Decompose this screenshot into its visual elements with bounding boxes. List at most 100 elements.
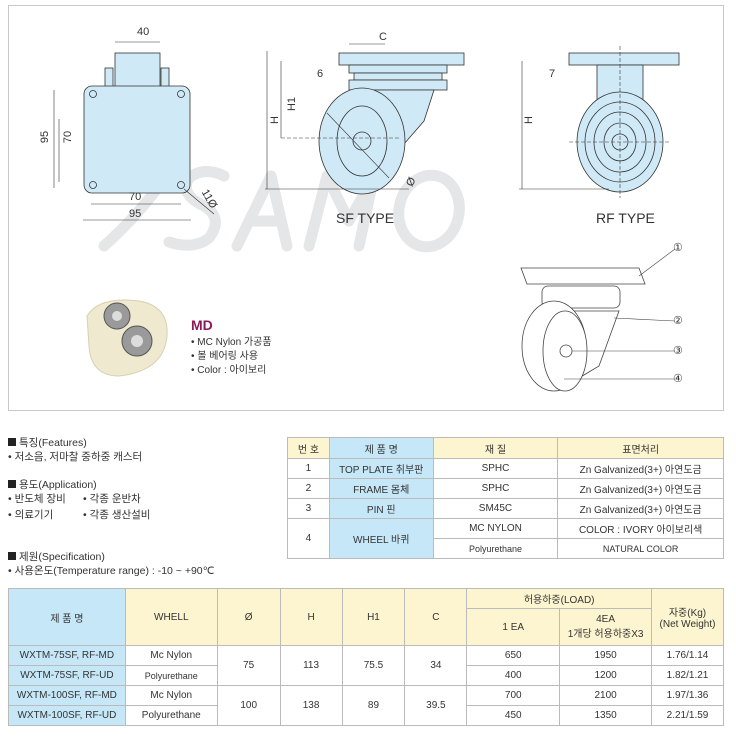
table-row: WXTM-100SF, RF-UD Polyurethane 450 1350 … bbox=[8, 705, 724, 726]
features-item: • 저소음, 저마찰 중하중 캐스터 bbox=[8, 451, 143, 463]
drawing-panel: 40 95 70 70 95 11Ø C 6 H H1 Ø 7 H SF TYP… bbox=[8, 5, 724, 411]
md-title: MD bbox=[191, 317, 213, 333]
dim-h1-sf: H1 bbox=[286, 96, 299, 112]
header-material: 재 질 bbox=[432, 437, 559, 459]
load-4ea: 1950 bbox=[559, 645, 652, 666]
part-finish: Zn Galvanized(3+) 아연도금 bbox=[557, 498, 724, 519]
dim-95-horizontal: 95 bbox=[129, 208, 142, 220]
header-diameter: Ø bbox=[216, 588, 281, 646]
header-finish: 표면처리 bbox=[557, 437, 724, 459]
load-1ea: 650 bbox=[466, 645, 561, 666]
callout-1: ① bbox=[673, 242, 683, 254]
product-name: WXTM-100SF, RF-UD bbox=[8, 705, 126, 726]
header-load-4ea-label: 4EA bbox=[596, 614, 616, 625]
net-weight: 1.76/1.14 bbox=[651, 645, 724, 666]
callout-2: ② bbox=[673, 315, 683, 327]
load-1ea: 450 bbox=[466, 705, 561, 726]
header-load: 허용하중(LOAD) bbox=[466, 588, 652, 609]
part-material: MC NYLON bbox=[432, 518, 559, 539]
load-4ea: 2100 bbox=[559, 685, 652, 706]
table-row: 2 FRAME 몸체 SPHC Zn Galvanized(3+) 아연도금 bbox=[287, 478, 724, 499]
rf-type-label: RF TYPE bbox=[596, 210, 655, 226]
load-4ea: 1350 bbox=[559, 705, 652, 726]
table-row: 1 TOP PLATE 취부판 SPHC Zn Galvanized(3+) 아… bbox=[287, 458, 724, 479]
part-finish: COLOR : IVORY 아이보리색 bbox=[557, 518, 724, 539]
product-name: WXTM-100SF, RF-MD bbox=[8, 685, 126, 706]
application-item: • 각종 운반차 bbox=[83, 493, 141, 505]
table-row: Polyurethane NATURAL COLOR bbox=[288, 538, 724, 559]
table-row: WXTM-75SF, RF-MD Mc Nylon 75 113 75.5 34… bbox=[8, 645, 724, 686]
caster-3d-illustration bbox=[520, 248, 676, 392]
parts-table: 번 호 제 품 명 재 질 표면처리 1 TOP PLATE 취부판 SPHC … bbox=[287, 437, 724, 559]
sf-type-drawing bbox=[265, 43, 465, 195]
part-no: 4 bbox=[287, 518, 330, 559]
part-material: Polyurethane bbox=[432, 538, 559, 559]
wheel-type: Polyurethane bbox=[124, 665, 218, 686]
table-row: 3 PIN 핀 SM45C Zn Galvanized(3+) 아연도금 bbox=[287, 498, 724, 519]
application-item: • 의료기기 bbox=[8, 509, 54, 521]
height-h1: 75.5 bbox=[341, 645, 406, 686]
dim-h-rf: H bbox=[522, 116, 535, 124]
rf-type-drawing bbox=[519, 46, 680, 198]
dim-70-vertical: 70 bbox=[62, 130, 75, 144]
dim-70-horizontal: 70 bbox=[129, 191, 142, 203]
offset-c: 39.5 bbox=[404, 685, 468, 726]
offset-c: 34 bbox=[404, 645, 468, 686]
header-load-4ea: 4EA 1개당 허용하중X3 bbox=[559, 608, 652, 646]
load-1ea: 700 bbox=[466, 685, 561, 706]
part-finish: NATURAL COLOR bbox=[557, 538, 724, 559]
header-product-name: 제 품 명 bbox=[8, 588, 126, 646]
header-name: 제 품 명 bbox=[328, 437, 434, 459]
header-load-1ea: 1 EA bbox=[466, 608, 561, 646]
header-load-4ea-sub: 1개당 허용하중X3 bbox=[567, 629, 644, 640]
wheel-type: Polyurethane bbox=[124, 705, 218, 726]
spec-table: 제 품 명 WHELL Ø H H1 C 허용하중(LOAD) 자중(Kg)(N… bbox=[8, 588, 724, 726]
callout-4: ④ bbox=[673, 373, 683, 385]
part-finish: Zn Galvanized(3+) 아연도금 bbox=[557, 458, 724, 479]
application-item: • 반도체 장비 bbox=[8, 493, 66, 505]
header-h1: H1 bbox=[341, 588, 406, 646]
md-wheel-photo bbox=[86, 299, 168, 377]
dim-h-sf: H bbox=[268, 116, 281, 124]
technical-drawings bbox=[53, 41, 680, 392]
header-weight: 자중(Kg)(Net Weight) bbox=[651, 588, 724, 646]
wheel-type: Mc Nylon bbox=[124, 685, 218, 706]
table-row: WXTM-100SF, RF-MD Mc Nylon 100 138 89 39… bbox=[8, 685, 724, 726]
part-name: WHEEL 바퀴 bbox=[328, 518, 434, 559]
application-section: 용도(Application) • 반도체 장비• 각종 운반차 • 의료기기•… bbox=[8, 478, 150, 522]
part-no: 2 bbox=[287, 478, 330, 499]
header-h: H bbox=[279, 588, 343, 646]
load-4ea: 1200 bbox=[559, 665, 652, 686]
features-heading: 특징(Features) bbox=[8, 436, 142, 450]
sf-type-label: SF TYPE bbox=[336, 210, 395, 226]
dim-95-vertical: 95 bbox=[39, 130, 52, 144]
net-weight: 2.21/1.59 bbox=[651, 705, 724, 726]
height-h: 138 bbox=[279, 685, 343, 726]
dim-6: 6 bbox=[317, 68, 324, 80]
product-name: WXTM-75SF, RF-UD bbox=[8, 665, 126, 686]
height-h: 113 bbox=[279, 645, 343, 686]
load-1ea: 400 bbox=[466, 665, 561, 686]
header-wheel: WHELL bbox=[124, 588, 218, 646]
part-material: SPHC bbox=[432, 478, 559, 499]
net-weight: 1.82/1.21 bbox=[651, 665, 724, 686]
temperature-range: • 사용온도(Temperature range) : -10 ~ +90℃ bbox=[8, 565, 215, 577]
net-weight: 1.97/1.36 bbox=[651, 685, 724, 706]
part-name: PIN 핀 bbox=[328, 498, 434, 519]
part-material: SPHC bbox=[432, 458, 559, 479]
header-c: C bbox=[404, 588, 468, 646]
table-row: WXTM-75SF, RF-UD Polyurethane 400 1200 1… bbox=[8, 665, 724, 686]
specification-section: 제원(Specification) • 사용온도(Temperature ran… bbox=[8, 550, 214, 578]
part-name: TOP PLATE 취부판 bbox=[328, 458, 434, 479]
table-row: 4 WHEEL 바퀴 MC NYLON COLOR : IVORY 아이보리색 bbox=[287, 518, 724, 559]
md-item: • MC Nylon 가공품 bbox=[191, 337, 272, 348]
header-no: 번 호 bbox=[287, 437, 330, 459]
dim-c: C bbox=[379, 31, 387, 43]
header-weight-sub: (Net Weight) bbox=[659, 619, 716, 630]
part-name: FRAME 몸체 bbox=[328, 478, 434, 499]
features-section: 특징(Features) • 저소음, 저마찰 중하중 캐스터 bbox=[8, 436, 142, 464]
top-plate-drawing bbox=[53, 41, 215, 221]
application-heading: 용도(Application) bbox=[8, 478, 150, 492]
md-features: • MC Nylon 가공품 • 볼 베어링 사용 • Color : 아이보리 bbox=[191, 336, 272, 378]
